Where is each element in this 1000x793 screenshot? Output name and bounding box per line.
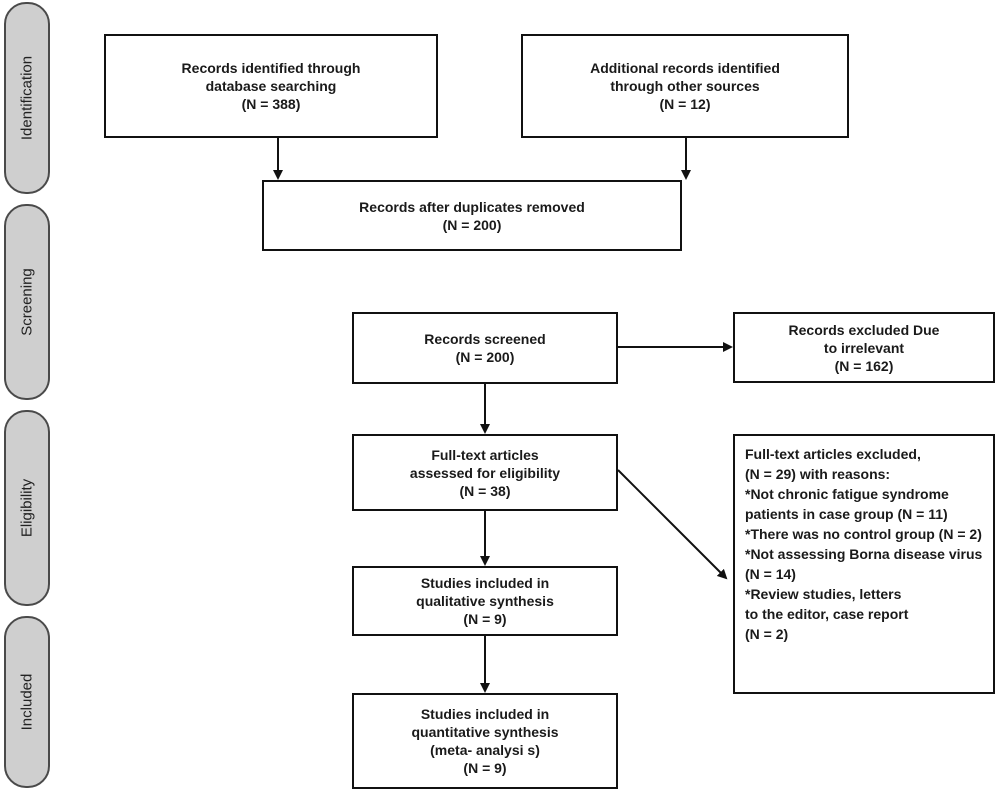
box-line: quantitative synthesis <box>411 724 559 740</box>
box-line: Additional records identified <box>590 60 780 76</box>
box-line: (N = 29) with reasons: <box>745 466 891 482</box>
box-line: to the editor, case report <box>745 606 909 622</box>
box-line: Full-text articles <box>431 446 539 463</box>
phase-included: Included <box>4 616 50 788</box>
box-line: (N = 2) <box>745 626 789 642</box>
box-line: to irrelevant <box>823 339 905 356</box>
box-line: assessed for eligibility <box>409 464 561 481</box>
box-line: Records identified through <box>181 60 361 76</box>
box-full-text-assessed: Full-text articles assessed for eligibil… <box>352 434 618 511</box>
arrow-fulltext-to-excluded <box>617 469 728 580</box>
box-line: (N = 200) <box>455 349 515 365</box>
box-line: Records after duplicates removed <box>359 198 585 215</box>
box-line: (N = 9) <box>463 611 507 627</box>
box-full-text-excluded: Full-text articles excluded, (N = 29) wi… <box>733 434 995 694</box>
box-line: through other sources <box>610 78 760 94</box>
box-line: (meta- analysi s) <box>430 742 540 758</box>
box-records-excluded: Records excluded Due to irrelevant (N = … <box>733 312 995 383</box>
box-line: Studies included in <box>420 575 550 591</box>
box-quantitative-synthesis: Studies included in quantitative synthes… <box>352 693 618 789</box>
box-line: Full-text articles excluded, <box>745 446 921 462</box>
box-line: (N = 200) <box>442 216 502 233</box>
box-line: database searching <box>205 78 337 94</box>
box-line: Records screened <box>424 331 546 347</box>
box-line: *Not chronic fatigue syndrome <box>745 486 949 502</box>
box-duplicates-removed: Records after duplicates removed (N = 20… <box>262 180 682 251</box>
box-records-screened: Records screened (N = 200) <box>352 312 618 384</box>
box-line: (N = 388) <box>241 96 301 112</box>
box-database-search: Records identified through database sear… <box>104 34 438 138</box>
box-line: *Not assessing Borna disease virus <box>745 546 983 562</box>
box-line: (N = 162) <box>834 357 894 374</box>
phase-eligibility: Eligibility <box>4 410 50 606</box>
box-line: *There was no control group (N = 2) <box>745 526 982 542</box>
phase-identification: Identification <box>4 2 50 194</box>
box-line: patients in case group (N = 11) <box>745 506 948 522</box>
box-qualitative-synthesis: Studies included in qualitative synthesi… <box>352 566 618 636</box>
phase-screening: Screening <box>4 204 50 400</box>
box-line: Studies included in <box>420 706 550 722</box>
box-line: *Review studies, letters <box>745 586 902 602</box>
box-line: (N = 9) <box>463 760 507 776</box>
box-other-sources: Additional records identified through ot… <box>521 34 849 138</box>
box-line: (N = 14) <box>745 566 796 582</box>
box-line: (N = 38) <box>459 482 511 499</box>
box-line: (N = 12) <box>659 96 711 112</box>
box-line: Records excluded Due <box>788 321 940 338</box>
box-line: qualitative synthesis <box>416 593 554 609</box>
